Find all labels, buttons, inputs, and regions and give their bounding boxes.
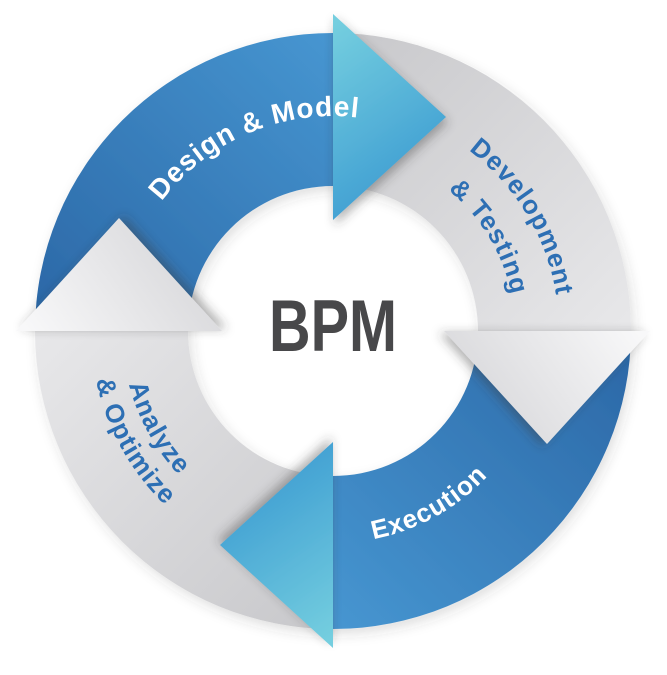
segment-design-model-arrowhead-icon — [333, 14, 446, 220]
segment-analyze-optimize-arrowhead-group — [16, 218, 222, 331]
segment-development-testing-arrowhead-icon — [444, 331, 650, 444]
segment-arrowheads-layer — [16, 14, 650, 648]
segment-analyze-optimize-arrowhead-icon — [16, 218, 222, 331]
segment-design-model-arrowhead-group — [333, 14, 446, 220]
segment-execution-arrowhead-group — [220, 442, 333, 648]
center-label: BPM — [269, 286, 397, 367]
segment-development-testing-arrowhead-group — [444, 331, 650, 444]
segment-execution-arrowhead-icon — [220, 442, 333, 648]
